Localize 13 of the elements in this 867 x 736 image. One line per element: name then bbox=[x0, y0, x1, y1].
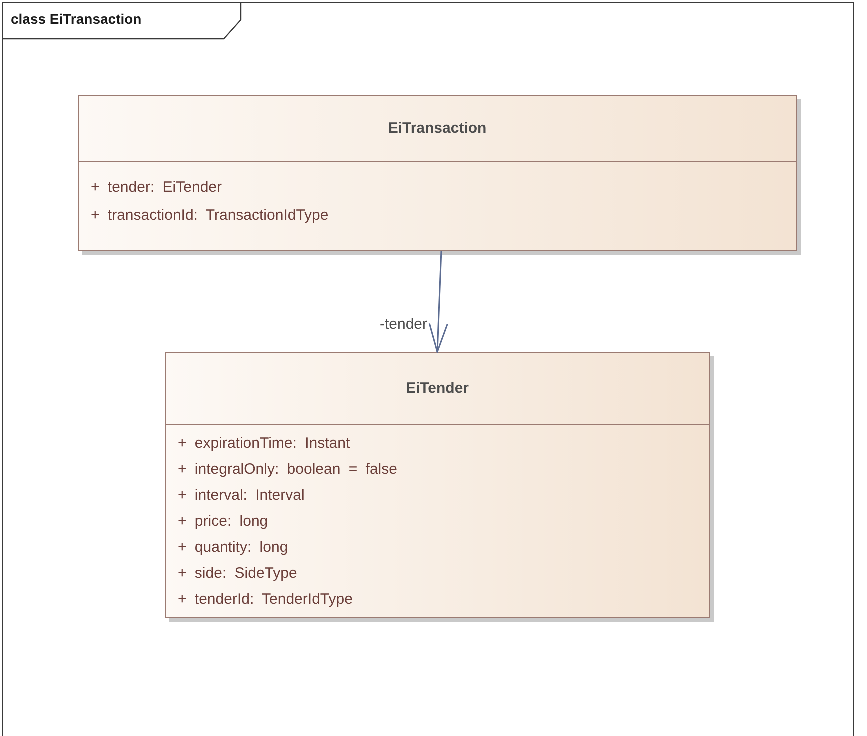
class-name: EiTransaction bbox=[388, 120, 487, 137]
attribute-text: + quantity: long bbox=[178, 538, 288, 558]
attribute-text: + side: SideType bbox=[178, 564, 298, 584]
attribute-text: + interval: Interval bbox=[178, 486, 305, 506]
attribute-text: + price: long bbox=[178, 512, 268, 532]
attribute-text: + integralOnly: boolean = false bbox=[178, 460, 398, 480]
attribute-text: + transactionId: TransactionIdType bbox=[91, 206, 329, 226]
association-arrow bbox=[428, 250, 448, 353]
attribute-text: + tenderId: TenderIdType bbox=[178, 590, 353, 610]
attribute-text: + tender: EiTender bbox=[91, 178, 222, 198]
attribute-text: + expirationTime: Instant bbox=[178, 434, 350, 454]
class-name: EiTender bbox=[406, 380, 470, 397]
frame-title: class EiTransaction bbox=[11, 11, 142, 27]
